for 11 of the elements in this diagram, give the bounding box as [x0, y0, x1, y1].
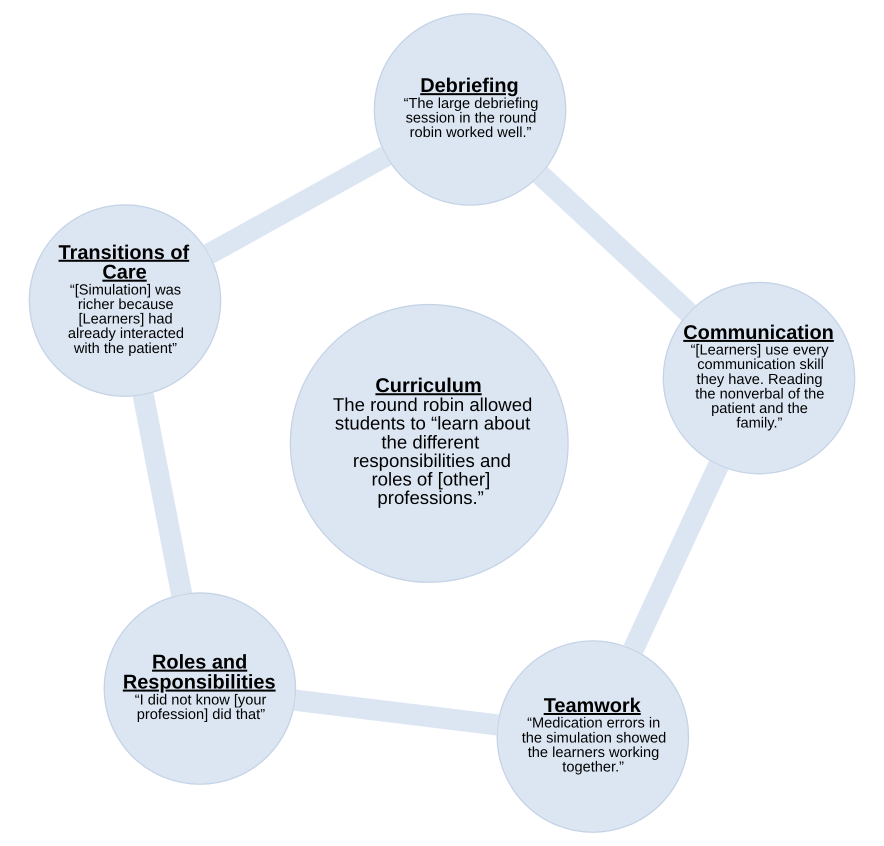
connector [624, 460, 728, 654]
node-circle: Communication “[Learners] use every communication skill they have. Reading the nonverbal of the patient and the family.” [662, 282, 856, 474]
connector [132, 393, 192, 596]
connector [204, 146, 392, 264]
connector [294, 690, 499, 736]
node-circle: Teamwork “Medication errors in the simulation showed the learners working together.” [496, 640, 690, 833]
node-circle: Transitions of Care “[Simulation] was richer because [Learners] had already interacted with the patient” [28, 204, 222, 397]
node-circle: Roles and Responsibilities “I did not know [your profession] did that” [104, 592, 296, 785]
node-circle: Debriefing “The large debriefing session in the round robin worked well.” [374, 13, 566, 206]
connector [532, 166, 696, 320]
node-circle: Curriculum The round robin allowed students to “learn about the different responsibilities and roles of [other] professions.” [290, 304, 569, 583]
